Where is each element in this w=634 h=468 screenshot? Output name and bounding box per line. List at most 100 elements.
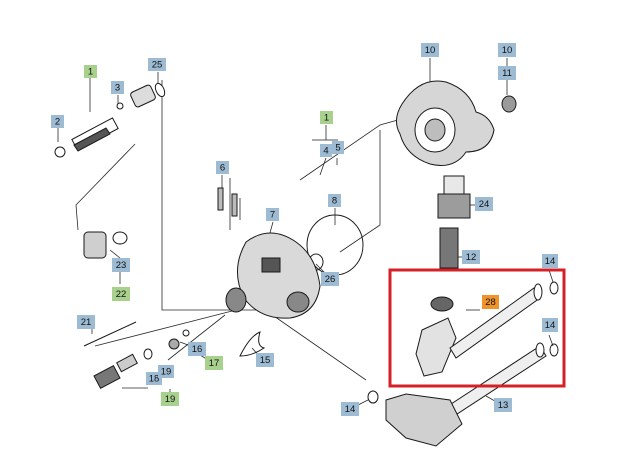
callout-label: 19 xyxy=(161,367,172,378)
callout-box xyxy=(256,353,274,367)
callout-10: 10 xyxy=(421,43,439,57)
callout-13: 13 xyxy=(494,398,512,412)
clip-part xyxy=(239,331,266,357)
callout-box xyxy=(158,365,174,378)
callout-label: 26 xyxy=(325,274,336,285)
callout-box xyxy=(328,194,341,207)
callout-label: 2 xyxy=(55,117,60,128)
callout-box xyxy=(84,65,97,78)
sleeve-part xyxy=(130,82,166,108)
callout-label: 22 xyxy=(116,289,127,300)
callout-label: 11 xyxy=(502,68,512,79)
callout-26: 26 xyxy=(321,272,339,286)
valve-assembly-part xyxy=(54,102,124,158)
callout-box xyxy=(462,250,480,264)
callout-label: 15 xyxy=(260,355,271,366)
callout-box xyxy=(332,141,344,154)
callout-box xyxy=(498,43,516,57)
callout-label: 10 xyxy=(425,45,436,56)
part-drawings xyxy=(54,80,559,447)
callout-box xyxy=(321,272,339,286)
inlet-assembly-part xyxy=(415,283,543,377)
callout-8: 8 xyxy=(328,194,341,207)
o-ring-14b-part xyxy=(549,343,559,357)
callout-14: 14 xyxy=(542,254,558,268)
callout-box xyxy=(482,295,499,309)
filter-part xyxy=(439,227,459,269)
callout-label: 25 xyxy=(152,60,163,71)
callout-box xyxy=(148,58,166,71)
callout-box xyxy=(320,111,333,124)
callout-21: 21 xyxy=(77,315,95,329)
callout-14: 14 xyxy=(542,318,558,332)
nut-part xyxy=(501,95,517,113)
callout-box xyxy=(341,402,359,416)
pin-part xyxy=(217,187,224,211)
callout-16: 16 xyxy=(188,342,206,356)
callout-box xyxy=(205,356,223,370)
callout-label: 23 xyxy=(116,260,127,271)
callout-box xyxy=(498,66,516,80)
callout-label: 3 xyxy=(115,83,120,94)
callout-box xyxy=(266,208,279,221)
callout-19: 19 xyxy=(161,392,179,406)
valve-body-part xyxy=(225,232,321,319)
callout-box xyxy=(51,115,64,128)
callout-3: 3 xyxy=(111,81,124,94)
callout-10: 10 xyxy=(498,43,516,57)
o-ring-14c-part xyxy=(367,390,379,404)
callout-2: 2 xyxy=(51,115,64,128)
callout-box xyxy=(188,342,206,356)
callout-label: 17 xyxy=(209,358,220,369)
callout-22: 22 xyxy=(112,287,130,301)
callout-label: 28 xyxy=(485,297,496,308)
callout-6: 6 xyxy=(216,161,229,174)
callout-label: 7 xyxy=(270,210,275,221)
callout-label: 5 xyxy=(335,143,340,154)
callout-11: 11 xyxy=(498,66,516,80)
callout-23: 23 xyxy=(112,258,130,272)
callout-label: 8 xyxy=(332,196,337,207)
callout-19: 19 xyxy=(158,365,174,378)
callout-label: 4 xyxy=(323,146,328,157)
callout-7: 7 xyxy=(266,208,279,221)
callout-label: 21 xyxy=(81,317,92,328)
callout-label: 12 xyxy=(466,252,477,263)
pressure-switch-part xyxy=(83,231,128,259)
callout-1: 1 xyxy=(84,65,97,78)
bolt-part xyxy=(83,321,137,347)
callout-17: 17 xyxy=(205,356,223,370)
threaded-fitting-part xyxy=(93,329,190,390)
callout-box xyxy=(216,161,229,174)
callout-label: 16 xyxy=(192,344,203,355)
callout-label: 14 xyxy=(545,256,556,267)
callout-28: 28 xyxy=(482,295,499,309)
callout-label: 18 xyxy=(149,374,160,385)
callout-box xyxy=(112,258,130,272)
highlight-frame xyxy=(388,268,566,388)
callout-label: 14 xyxy=(545,320,556,331)
coupling-fitting-part xyxy=(437,175,471,219)
callout-box xyxy=(161,392,179,406)
callout-box xyxy=(494,398,512,412)
callout-14: 14 xyxy=(341,402,359,416)
callout-1: 1 xyxy=(320,111,333,124)
pump-head-part xyxy=(396,80,495,166)
callout-label: 24 xyxy=(479,199,490,210)
callout-label: 10 xyxy=(502,45,513,56)
callout-label: 1 xyxy=(88,67,93,78)
callout-25: 25 xyxy=(148,58,166,71)
callout-label: 19 xyxy=(165,394,176,405)
callout-box xyxy=(421,43,439,57)
callout-box xyxy=(77,315,95,329)
callout-5: 5 xyxy=(332,141,344,154)
outlet-pipe-part xyxy=(385,342,547,447)
callout-box xyxy=(542,254,558,268)
callout-15: 15 xyxy=(256,353,274,367)
callout-box xyxy=(111,81,124,94)
callout-12: 12 xyxy=(462,250,480,264)
callout-4: 4 xyxy=(320,144,332,157)
callout-box xyxy=(320,144,332,157)
